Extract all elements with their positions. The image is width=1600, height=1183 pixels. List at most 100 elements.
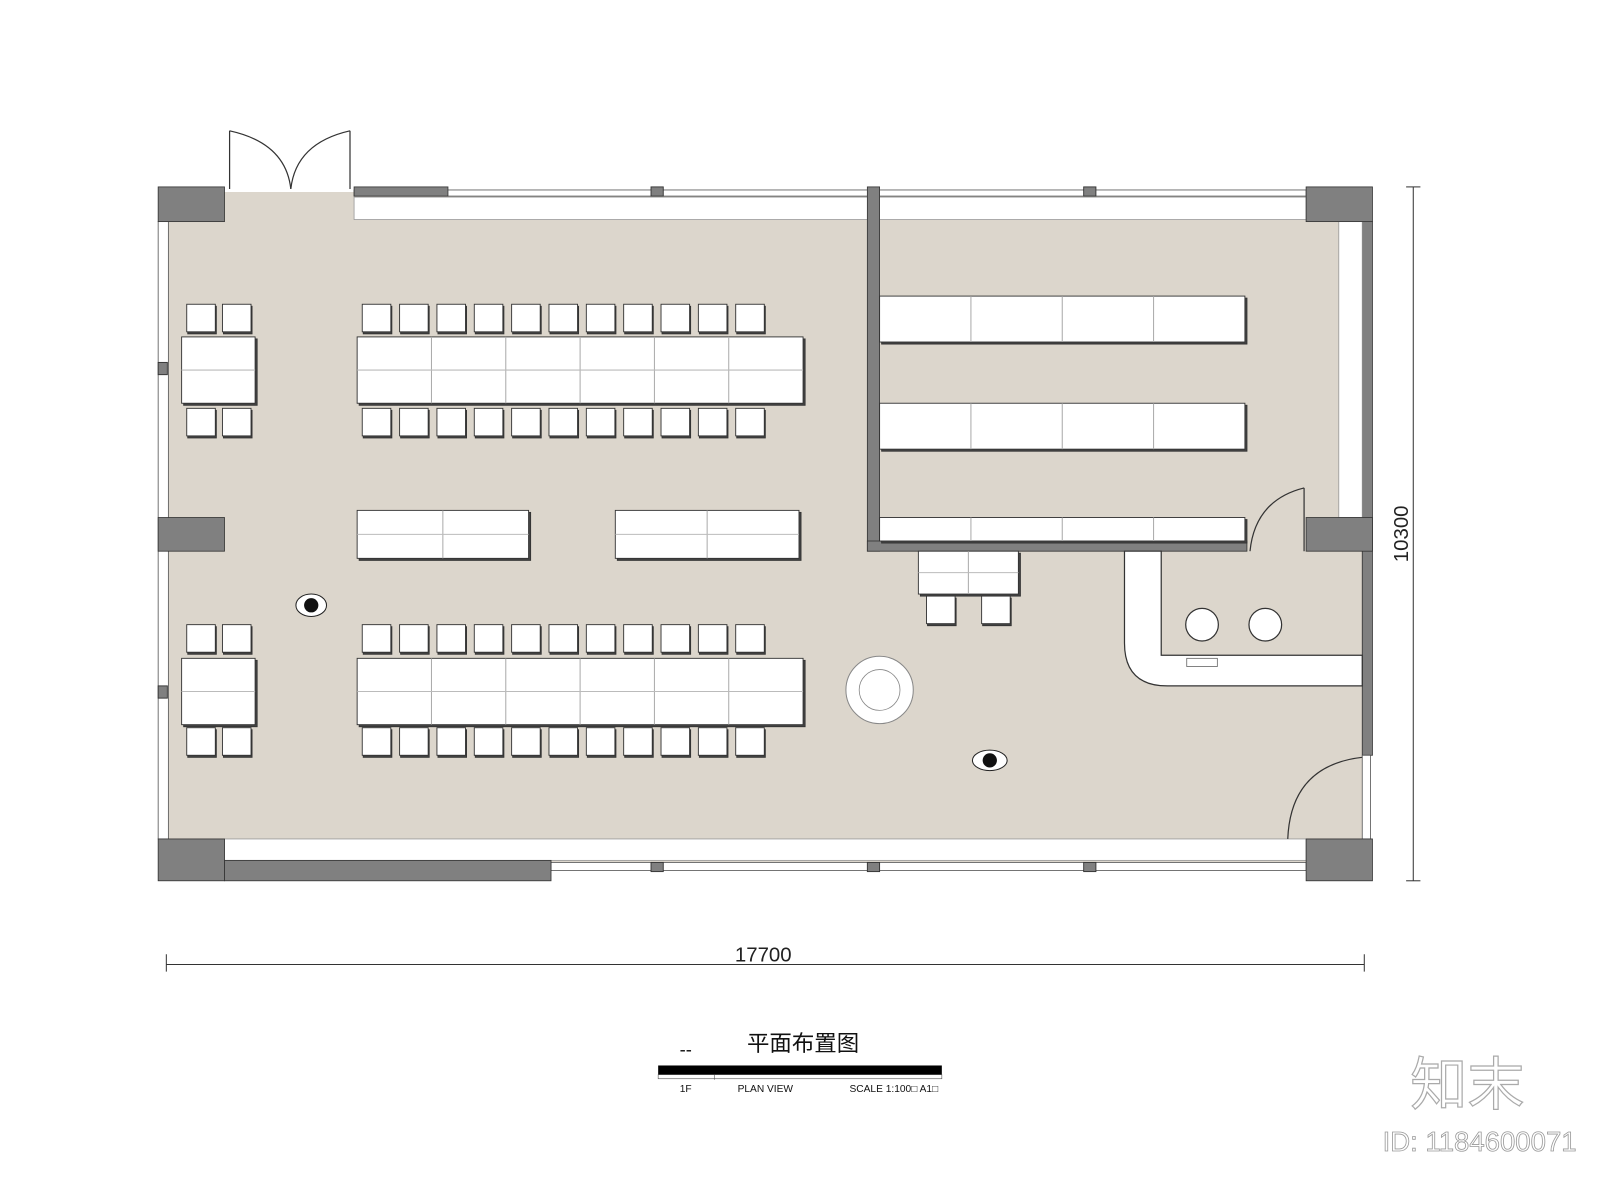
person-figure <box>295 593 328 618</box>
chair <box>473 727 504 756</box>
chair <box>660 303 691 333</box>
chair <box>623 727 653 756</box>
furniture <box>181 303 1021 758</box>
mullion <box>866 861 881 873</box>
classroom-tables <box>879 295 1248 544</box>
chair <box>511 624 541 653</box>
chair <box>186 727 216 756</box>
chair <box>697 303 728 333</box>
chair <box>473 407 504 437</box>
chair <box>221 727 252 756</box>
column-top-right <box>1305 186 1373 223</box>
chair <box>399 624 429 653</box>
mullion <box>1083 186 1097 197</box>
chair <box>735 624 765 653</box>
computer-monitor <box>1186 657 1218 667</box>
chair <box>981 595 1011 625</box>
top-glass <box>353 189 1307 197</box>
chair <box>585 303 616 333</box>
partition-vertical <box>866 186 880 552</box>
round-table-inner <box>858 669 901 711</box>
entrance-door-left <box>228 130 292 190</box>
chair <box>511 407 541 437</box>
top-window-sill <box>353 196 1307 220</box>
chair <box>548 407 579 437</box>
column-mid-left <box>157 517 225 552</box>
chair <box>548 624 579 653</box>
chair <box>511 303 541 333</box>
chair <box>436 727 466 756</box>
column-mid-right <box>1305 517 1373 552</box>
chair <box>399 303 429 333</box>
chair <box>361 727 392 756</box>
mullion <box>1083 861 1097 873</box>
chair <box>473 303 504 333</box>
column-bottom-right <box>1305 838 1373 882</box>
bottom-window-sill <box>224 838 1307 861</box>
top-wall-segment <box>353 186 449 197</box>
mullion <box>650 186 664 197</box>
chair <box>623 624 653 653</box>
chair <box>926 595 956 625</box>
chair <box>735 727 765 756</box>
side-door <box>1287 756 1363 839</box>
office-door <box>1249 487 1305 552</box>
chair <box>221 303 252 333</box>
chair <box>697 727 728 756</box>
chair <box>697 624 728 653</box>
chair <box>221 624 252 653</box>
brand-logo: 知末 <box>1410 1053 1524 1117</box>
chair <box>735 303 765 333</box>
chair <box>511 727 541 756</box>
chair <box>186 407 216 437</box>
chair <box>548 303 579 333</box>
scale-label: SCALE 1:100□ A1□ <box>849 1084 938 1095</box>
chair <box>660 727 691 756</box>
chair <box>585 624 616 653</box>
chair <box>585 727 616 756</box>
plan-title: 平面布置图 <box>747 1031 859 1057</box>
right-window-sill <box>1338 221 1363 518</box>
chair <box>623 407 653 437</box>
chair <box>623 303 653 333</box>
chair <box>735 407 765 437</box>
reception-stools <box>1185 607 1283 642</box>
height-dimension: 10300 <box>1391 505 1413 562</box>
chair <box>436 407 466 437</box>
chair <box>660 624 691 653</box>
mullion <box>650 861 664 873</box>
bottom-wall <box>224 859 552 882</box>
chair <box>221 407 252 437</box>
right-wall <box>1361 221 1373 756</box>
chair <box>186 303 216 333</box>
bottom-glass <box>550 862 1307 871</box>
view-label: PLAN VIEW <box>738 1084 794 1095</box>
stool <box>1248 607 1283 642</box>
chair <box>399 407 429 437</box>
chair <box>548 727 579 756</box>
chair <box>436 624 466 653</box>
title-prefix: -- <box>680 1038 692 1059</box>
brand-id: ID: 1184600071 <box>1383 1126 1577 1157</box>
reception-counter <box>1123 550 1363 687</box>
person-figure <box>971 749 1008 772</box>
chair <box>361 303 392 333</box>
column-bottom-left <box>157 838 225 882</box>
mullion <box>157 685 168 699</box>
right-glass <box>1361 754 1371 840</box>
chair <box>473 624 504 653</box>
chair <box>585 407 616 437</box>
window-mullions <box>157 186 1097 873</box>
title-bar <box>658 1065 942 1075</box>
chair <box>186 624 216 653</box>
chair <box>361 624 392 653</box>
chair <box>697 407 728 437</box>
chair <box>399 727 429 756</box>
floor-label: 1F <box>680 1084 692 1095</box>
stool <box>1185 607 1219 642</box>
chair <box>436 303 466 333</box>
mullion <box>157 361 168 376</box>
width-dimension: 17700 <box>735 944 792 966</box>
